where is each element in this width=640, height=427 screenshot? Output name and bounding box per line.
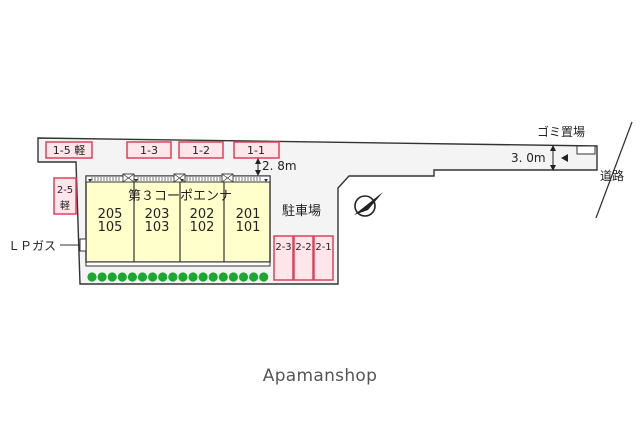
hedge-shrub [228,272,238,282]
hedge-shrub [218,272,228,282]
watermark: Apamanshop [262,366,378,386]
entrance-marker [561,154,568,162]
hedge-shrub [168,272,178,282]
unit-203: 203 [145,207,170,222]
road-edge [595,121,633,219]
unit-202: 202 [190,207,215,222]
building [85,175,271,263]
road-label: 道路 [600,168,624,183]
hedge-shrub [137,272,148,282]
hedge-shrub [158,272,168,282]
parking-label-kei: 軽 [60,200,70,212]
hedge-shrub [198,272,208,282]
building-base [85,261,271,267]
dim-right-arrow-down [550,165,556,171]
parking-space-2-3 [273,235,294,281]
lp-gas-label: ＬＰガス [8,239,56,253]
garbage-label: ゴミ置場 [537,124,585,139]
unit-dividers [133,182,225,262]
unit-201: 201 [236,207,261,222]
lp-gas-tank [79,238,87,252]
garbage-box [576,145,596,155]
hedge [87,272,269,282]
parking-space-2-5 [53,177,77,215]
dim-right-arrow-up [550,145,556,151]
parking-label-1-3: 1-3 [140,144,158,157]
parking-label-2-1: 2-1 [315,242,331,253]
dim-arrow-down [255,170,261,176]
parking-space-1-5 [45,141,93,159]
unit-102: 102 [190,220,215,235]
stair-cross [122,173,234,183]
parking-label-1-2: 1-2 [192,144,210,157]
balcony-hatch [91,177,261,181]
hedge-shrub [87,272,97,282]
parking-space-1-1 [233,141,280,159]
dimension-right-label: 3. 0m [511,151,546,165]
hedge-shrub [148,272,158,282]
parking-label-1-1: 1-1 [247,144,265,157]
hedge-shrub [107,272,117,282]
parking-label-1-5: 1-5 軽 [53,144,85,157]
parking-lot-label: 駐車場 [282,204,321,219]
parking-space-2-2 [293,235,314,281]
hedge-shrub [188,272,198,282]
unit-205: 205 [98,207,123,222]
hedge-shrub [117,272,127,282]
hedge-shrub [208,272,218,282]
hedge-shrub [249,272,259,282]
building-name: 第３コーポエンナ [128,189,232,204]
parking-label-2-5: 2-5 [57,185,73,196]
hedge-shrub [259,272,269,282]
parking-space-2-1 [313,235,334,281]
parking-label-2-2: 2-2 [295,242,311,253]
door-markers [88,179,268,182]
unit-103: 103 [145,220,170,235]
parking-space-1-3 [126,141,172,159]
unit-105: 105 [98,220,123,235]
dimension-top-label: 2. 8m [262,159,297,173]
hedge-shrub [178,272,188,282]
unit-101: 101 [236,220,261,235]
north-arrow-icon [354,192,383,217]
parking-space-1-2 [178,141,224,159]
hedge-shrub [127,272,137,282]
dim-arrow-up [255,158,261,164]
hedge-shrub [97,272,107,282]
parking-label-2-3: 2-3 [275,242,291,253]
hedge-shrub [238,272,249,282]
